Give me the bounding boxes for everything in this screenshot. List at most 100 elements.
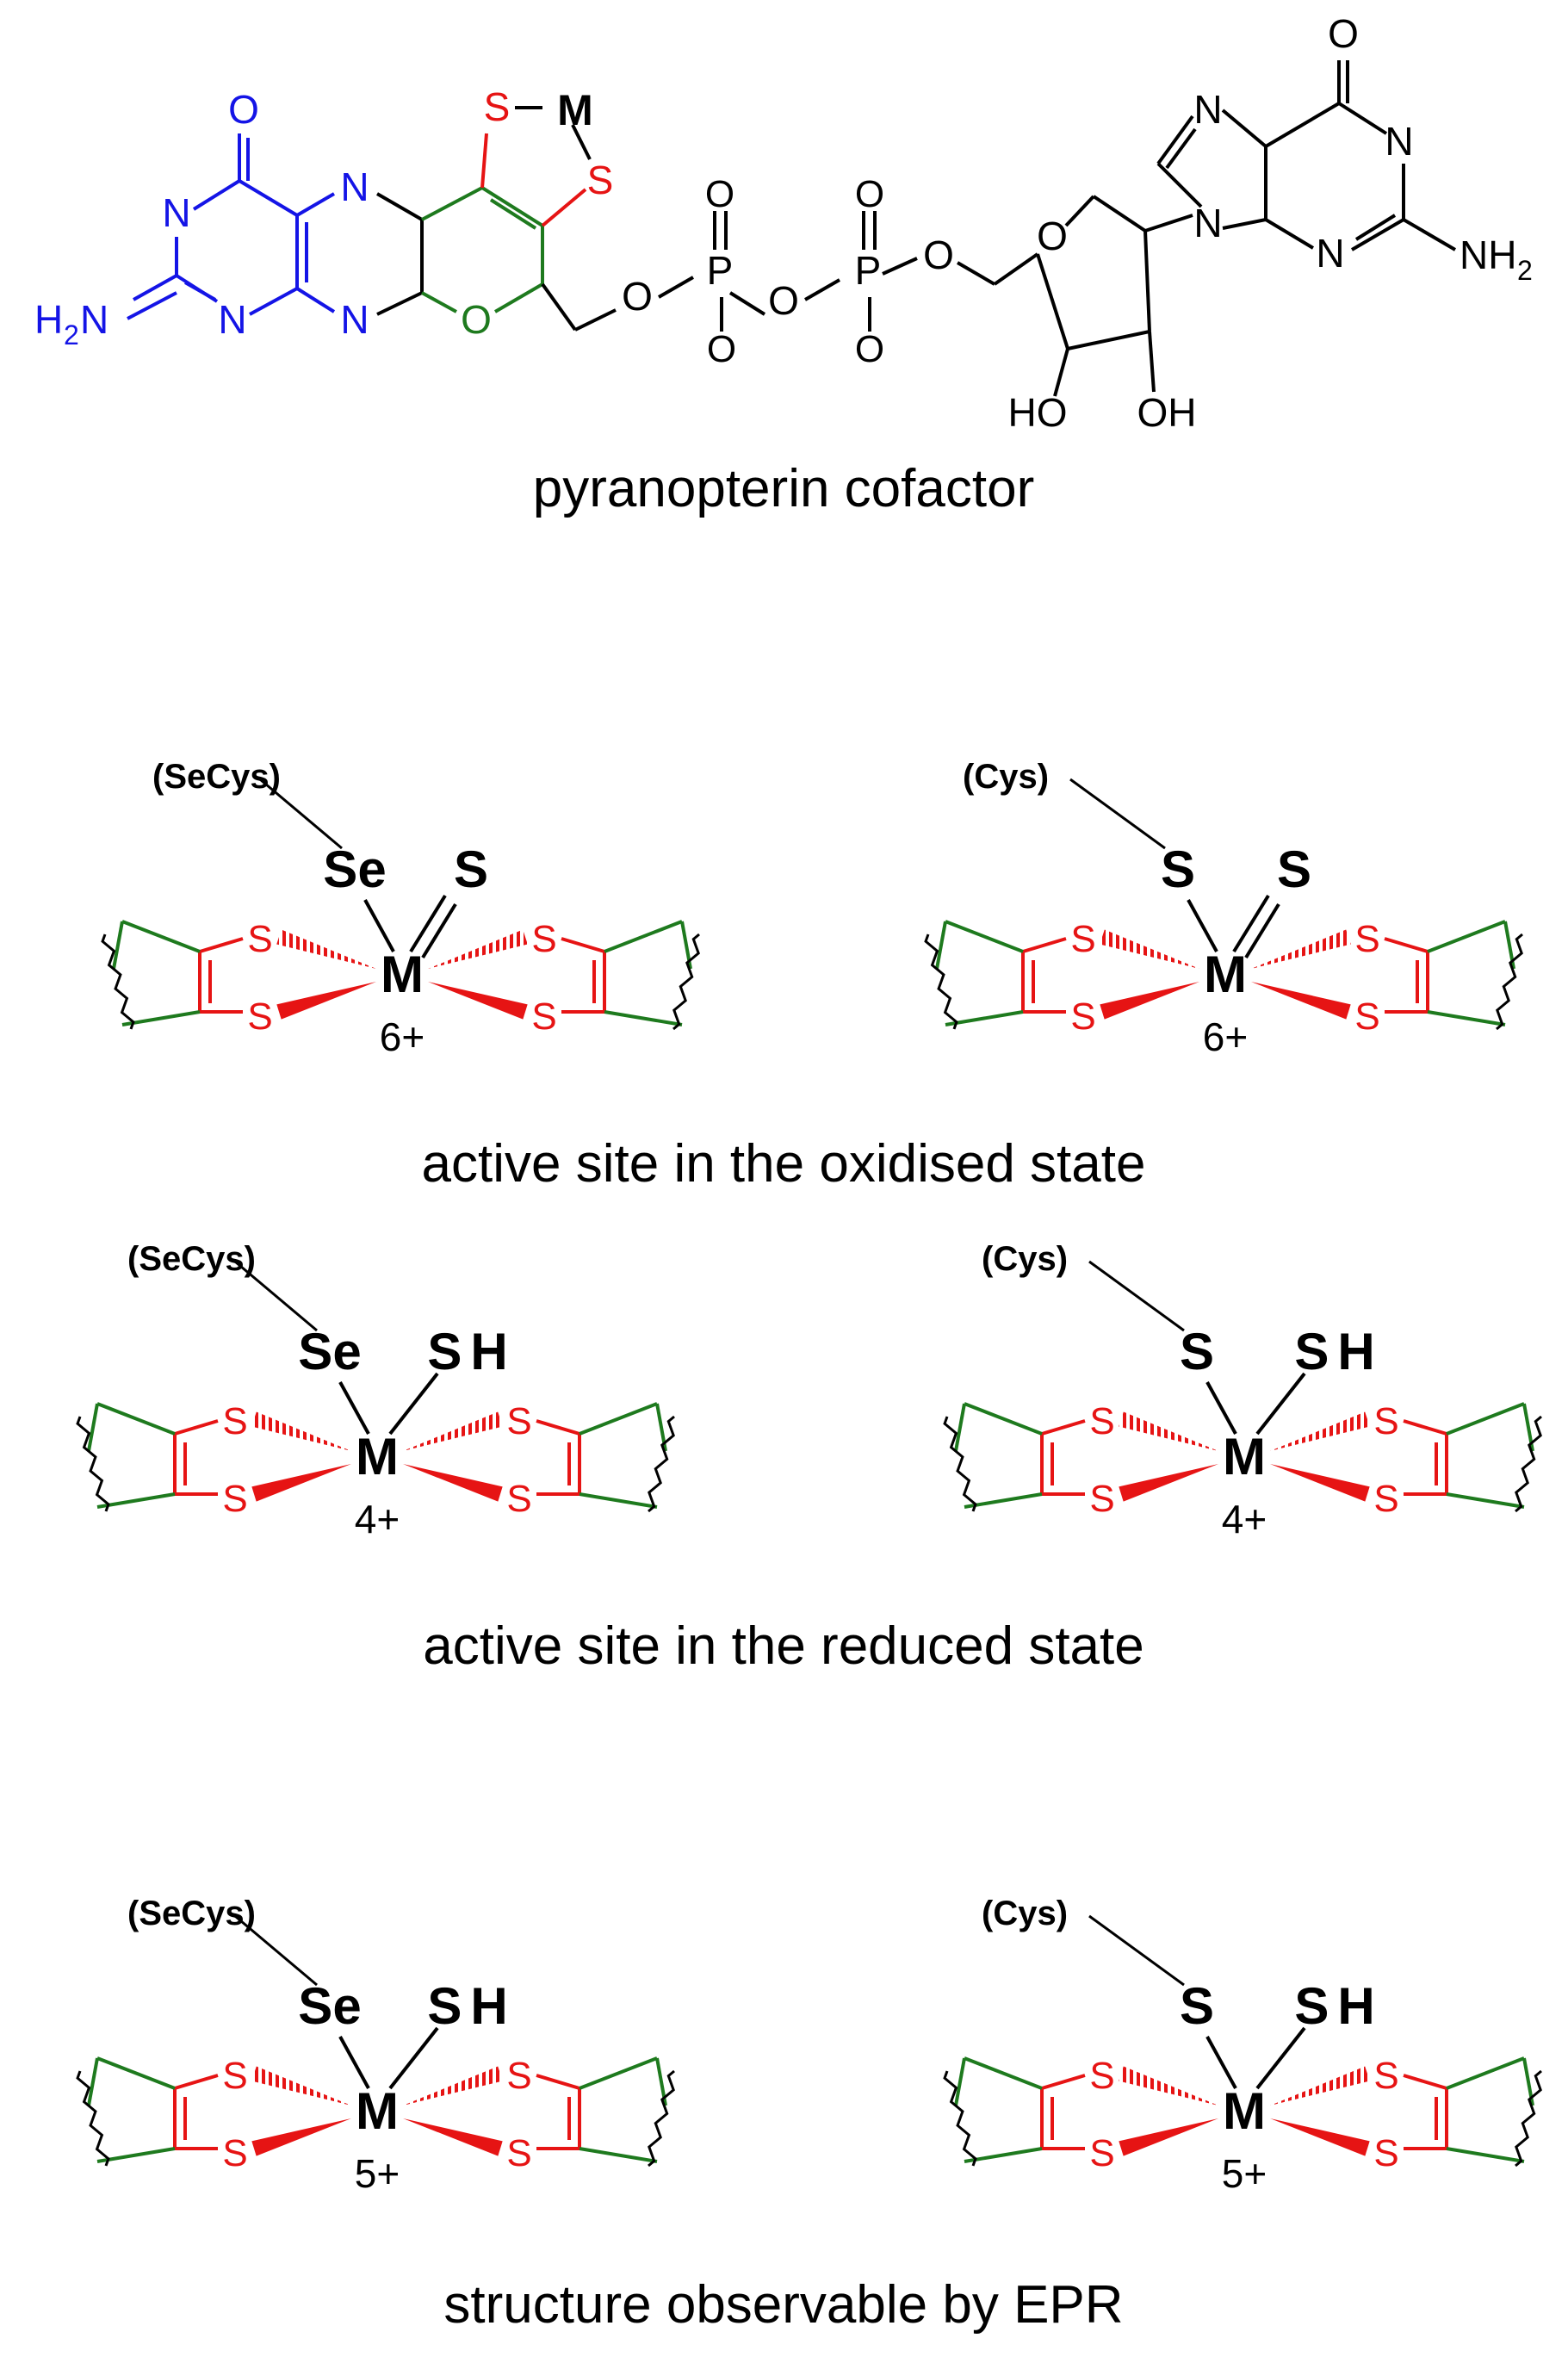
- dithiolene-bond: [174, 2074, 219, 2090]
- dithiolene-s-right-bottom: S: [1354, 995, 1379, 1038]
- dithiolene-s-left-top: S: [1089, 2055, 1114, 2097]
- wedge-bond: [403, 2118, 503, 2156]
- dithiolene-s-left-bottom: S: [1089, 1478, 1114, 1520]
- donor-metal-bond: [1187, 899, 1218, 952]
- dithiolene-bond: [1384, 937, 1429, 953]
- metal-m: M: [1204, 946, 1247, 1003]
- dithiolene-bond: [1041, 2074, 1086, 2090]
- ring-truncation: [76, 1416, 110, 1512]
- dithiolene-s-left-bottom: S: [222, 1478, 247, 1520]
- dithiolene-bond: [1022, 937, 1067, 953]
- hashed-bond: [428, 929, 528, 969]
- metal-m: M: [381, 946, 424, 1003]
- dithiolene-s-right-top: S: [506, 2055, 531, 2097]
- ring-bond: [87, 1403, 99, 1452]
- ring-bond: [579, 2147, 658, 2163]
- ring-bond: [96, 1492, 176, 1509]
- dithiolene-s-left-top: S: [247, 918, 272, 960]
- ligand-label: (SeCys): [127, 1895, 256, 1932]
- donor-atom: S: [1180, 1323, 1214, 1380]
- dithiolene-s-right-top: S: [1354, 918, 1379, 960]
- apical-double-bond: [1232, 894, 1270, 953]
- ribose-oh: OH: [1137, 390, 1197, 435]
- wedge-bond: [1270, 1464, 1370, 1502]
- ring-bond: [1446, 1492, 1525, 1509]
- bridging-o: O: [768, 278, 799, 323]
- donor-atom: Se: [298, 1977, 361, 2035]
- apical-sh: SH: [1294, 1977, 1383, 2035]
- ring-bond: [121, 1010, 201, 1026]
- wedge-bond: [1119, 1464, 1218, 1502]
- donor-atom: Se: [298, 1323, 361, 1380]
- dithiolene-s-left-top: S: [1089, 1400, 1114, 1442]
- ring-truncation: [101, 933, 135, 1030]
- wedge-bond: [251, 1464, 351, 1502]
- epr-caption: structure observable by EPR: [443, 2275, 1123, 2335]
- active-site-panels: M6+Se(SeCys)SSSSSM6+S(Cys)SSSSSM4+Se(SeC…: [76, 758, 1542, 2196]
- metal-m: M: [356, 1428, 399, 1485]
- dithiolene-s-right-top: S: [1373, 1400, 1398, 1442]
- donor-atom: Se: [323, 840, 386, 898]
- dithiolene-bond: [174, 1419, 219, 1436]
- ligand-bond: [259, 778, 343, 850]
- ligand-label: (Cys): [982, 1895, 1068, 1932]
- ester-o-2: O: [923, 233, 954, 277]
- ligand-bond: [1069, 778, 1166, 850]
- guanine-n7: N: [1193, 87, 1222, 132]
- apical-bond: [388, 2026, 439, 2090]
- metal-m: M: [356, 2082, 399, 2140]
- dithiolene-bond: [199, 937, 244, 953]
- apical-sh: SH: [427, 1977, 516, 2035]
- dithiolene-s-right-bottom: S: [1373, 1478, 1398, 1520]
- wedge-bond: [1119, 2118, 1218, 2156]
- apical-bond: [1255, 1372, 1306, 1436]
- ligand-label: (SeCys): [152, 758, 281, 796]
- ligand-label: (SeCys): [127, 1240, 256, 1278]
- hashed-bond: [276, 929, 376, 969]
- pterin-n5: N: [340, 164, 369, 209]
- dithiolene-s-left-top: S: [222, 1400, 247, 1442]
- apical-sulfido: S: [1277, 840, 1311, 898]
- pterin-n8: N: [340, 297, 369, 342]
- ring-bond: [96, 2147, 176, 2163]
- ester-o-1: O: [622, 274, 653, 319]
- ring-bond: [964, 1402, 1043, 1436]
- ring-truncation: [1496, 933, 1523, 1031]
- wedge-bond: [1100, 982, 1199, 1020]
- hashed-bond: [251, 2066, 351, 2106]
- ring-truncation: [672, 933, 700, 1031]
- donor-metal-bond: [363, 899, 395, 952]
- ring-bond: [964, 2147, 1043, 2163]
- metal-charge: 6+: [1203, 1014, 1248, 1059]
- ring-bond: [121, 920, 201, 953]
- guanine-n9: N: [1193, 201, 1222, 245]
- svg-text:NH: NH: [1460, 233, 1516, 277]
- hashed-bond: [1251, 929, 1351, 969]
- guanine-carbonyl-o: O: [1328, 11, 1359, 56]
- ring-truncation: [648, 1415, 675, 1513]
- ring-bond: [964, 2056, 1043, 2090]
- apical-sh: SH: [427, 1323, 516, 1380]
- pterin-n1: N: [218, 297, 246, 342]
- ring-truncation: [924, 933, 958, 1030]
- ring-bond: [1427, 920, 1506, 953]
- ring-bond: [604, 920, 683, 953]
- dithiolene-bond: [561, 937, 605, 953]
- ring-truncation: [1515, 2069, 1542, 2168]
- dithiolene-bonds: [480, 133, 587, 227]
- svg-text:H: H: [34, 297, 63, 342]
- ring-bond: [1446, 2056, 1525, 2090]
- phosphate-1-oxo: O: [705, 173, 734, 215]
- ligand-label: (Cys): [982, 1240, 1068, 1278]
- dithiolene-s-right-bottom: S: [506, 2132, 531, 2174]
- ring-bond: [604, 1010, 683, 1026]
- ring-bond: [964, 1492, 1043, 1509]
- hashed-bond: [1100, 929, 1199, 969]
- dithiolene-bond: [1041, 1419, 1086, 1436]
- wedge-bond: [1270, 2118, 1370, 2156]
- dithiolene-s-left: S: [484, 84, 511, 129]
- phosphate-1-o-minus: O: [707, 328, 736, 370]
- pyran-o: O: [461, 297, 492, 342]
- ring-bond: [579, 1492, 658, 1509]
